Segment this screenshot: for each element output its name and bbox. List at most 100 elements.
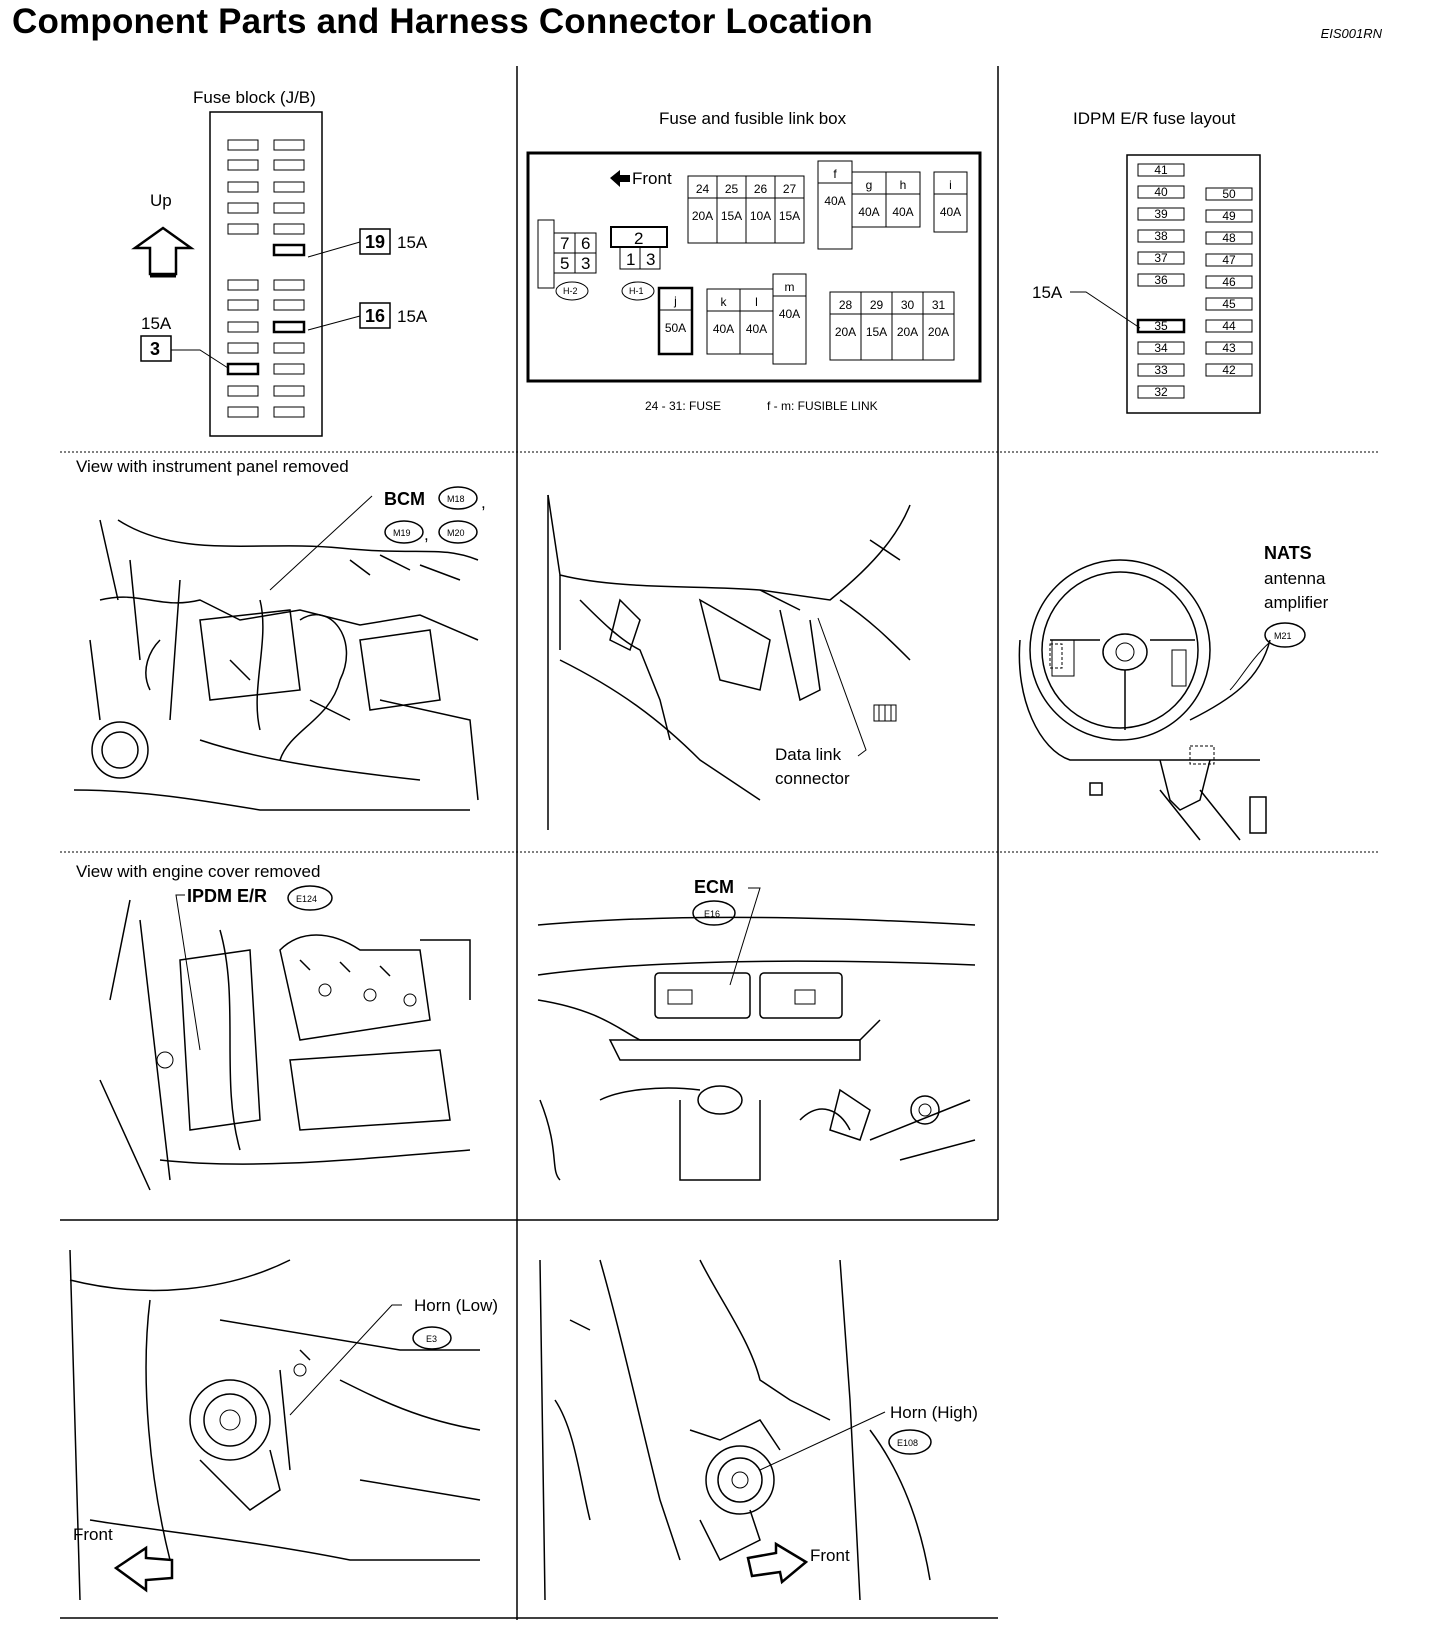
horn-high-sketch [539, 1259, 931, 1601]
cell-amp: 40A [940, 205, 961, 219]
svg-text:NATS: NATS [1264, 543, 1312, 563]
ipdm-fuse-50: 50 [1205, 187, 1253, 201]
svg-text:M18: M18 [447, 494, 465, 504]
svg-text:M21: M21 [1274, 631, 1292, 641]
svg-text:35: 35 [1154, 319, 1168, 333]
fuse-block-outline [209, 111, 323, 437]
fuse-slot-19 [272, 243, 306, 257]
horn-low-callout: Horn (Low) E3 [289, 1296, 498, 1416]
cell-number: 30 [901, 298, 915, 312]
cell-number: 26 [754, 182, 768, 196]
svg-text:Horn (Low): Horn (Low) [414, 1296, 498, 1315]
legend-fusible-link: f - m: FUSIBLE LINK [767, 399, 878, 413]
ipdm-fuse-32: 32 [1137, 385, 1185, 399]
svg-text:antenna: antenna [1264, 569, 1326, 588]
ipdm-fuse-37: 37 [1137, 251, 1185, 265]
svg-text:BCM: BCM [384, 489, 425, 509]
cell-amp: 10A [750, 209, 771, 223]
ipdm-layout-title: IDPM E/R fuse layout [1073, 109, 1236, 128]
cell-amp: 50A [665, 321, 686, 335]
svg-text:6: 6 [581, 234, 590, 253]
svg-text:IPDM E/R: IPDM E/R [187, 886, 267, 906]
ipdm-fuse-33: 33 [1137, 363, 1185, 377]
ipdm-layout-outline [1126, 154, 1261, 414]
fuse-slot [227, 321, 259, 333]
ipdm-fuse-49: 49 [1205, 209, 1253, 223]
ipdm-fuse-34: 34 [1137, 341, 1185, 355]
svg-text:,: , [481, 493, 486, 512]
svg-text:H-1: H-1 [629, 286, 644, 296]
ipdm-fuse-47: 47 [1205, 253, 1253, 267]
cell-amp: 20A [835, 325, 856, 339]
cell-number: i [949, 178, 952, 192]
svg-text:M19: M19 [393, 528, 411, 538]
cell-number: g [866, 178, 873, 192]
svg-text:3: 3 [150, 339, 160, 359]
fuse-slot [227, 202, 259, 214]
fuse-slot [273, 202, 305, 214]
steering-wheel-sketch [1018, 559, 1271, 841]
ipdm-layout-panel: IDPM E/R fuse layout 4140393837363534333… [1032, 109, 1261, 414]
cell-number: m [785, 280, 795, 294]
steering-column-sketch [547, 494, 911, 830]
fuse-callout-3: 15A 3 [140, 314, 229, 369]
engine-bay-sketch [99, 899, 471, 1191]
fusible-link-i: i 40A [933, 171, 968, 233]
ipdm-fuse-45: 45 [1205, 297, 1253, 311]
reference-code: EIS001RN [1320, 26, 1382, 41]
cell-amp: 40A [892, 205, 913, 219]
svg-text:7: 7 [560, 234, 569, 253]
ipdm-callout-leader [1070, 291, 1141, 329]
horn-low-sketch [69, 1249, 481, 1601]
fuse-block-title: Fuse block (J/B) [193, 88, 316, 107]
fuse-slot [227, 159, 259, 171]
svg-text:15A: 15A [397, 307, 428, 326]
svg-text:36: 36 [1154, 273, 1168, 287]
svg-text:38: 38 [1154, 229, 1168, 243]
cell-number: f [833, 167, 837, 181]
svg-text:3: 3 [646, 250, 655, 269]
ipdm-fuse-46: 46 [1205, 275, 1253, 289]
cell-amp: 40A [713, 322, 734, 336]
fuse-slot [227, 279, 259, 291]
cell-number: 29 [870, 298, 884, 312]
cell-number: 25 [725, 182, 739, 196]
svg-text:2: 2 [634, 229, 643, 248]
fusible-link-h: h 40A [885, 171, 921, 228]
svg-text:34: 34 [1154, 341, 1168, 355]
svg-text:Data link: Data link [775, 745, 842, 764]
fuse-slot [227, 342, 259, 354]
ipdm-fuse-42: 42 [1205, 363, 1253, 377]
fuse-block-panel: Fuse block (J/B) Up 19 15A 16 15A 15A 3 [131, 88, 428, 437]
svg-text:3: 3 [581, 254, 590, 273]
cell-number: h [900, 178, 907, 192]
svg-text:37: 37 [1154, 251, 1168, 265]
svg-text:39: 39 [1154, 207, 1168, 221]
fuse-slot [227, 406, 259, 418]
cell-number: 27 [783, 182, 797, 196]
dashboard-sketch [73, 519, 479, 811]
svg-text:5: 5 [560, 254, 569, 273]
instrument-panel-view: View with instrument panel removed BCM M… [73, 457, 486, 811]
ipdm-fuse-48: 48 [1205, 231, 1253, 245]
cell-amp: 20A [928, 325, 949, 339]
ipdm-fuse-44: 44 [1205, 319, 1253, 333]
svg-text:E108: E108 [897, 1438, 918, 1448]
svg-text:ECM: ECM [694, 877, 734, 897]
svg-text:16: 16 [365, 306, 385, 326]
fuse-slot [273, 342, 305, 354]
data-link-callout: Data link connector [775, 617, 867, 788]
svg-text:M20: M20 [447, 528, 465, 538]
